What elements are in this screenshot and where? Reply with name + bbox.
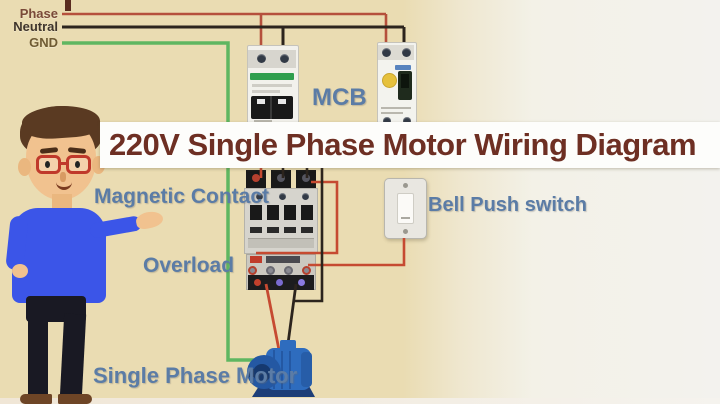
rccb-toggle-slot bbox=[401, 74, 409, 88]
rccb-label-line bbox=[381, 107, 411, 109]
rccb-test-button bbox=[382, 73, 397, 88]
rccb-terminal-screw bbox=[402, 48, 411, 57]
contactor-label-strip bbox=[248, 238, 314, 248]
presenter-eye bbox=[75, 161, 80, 168]
coil-loop-wire bbox=[256, 180, 339, 255]
rccb-bottom-screw bbox=[383, 117, 391, 125]
mcb-label-line bbox=[252, 84, 292, 87]
magnetic-contact-label: Magnetic Contact bbox=[94, 185, 270, 208]
mcb-terminal-screw bbox=[280, 54, 289, 63]
contactor-contact-window bbox=[267, 205, 279, 220]
contactor-tab bbox=[284, 227, 296, 233]
rccb-bottom-screw bbox=[403, 117, 411, 125]
overload-terminal bbox=[284, 266, 293, 275]
overload-bottom-screw bbox=[254, 279, 261, 286]
mcb-toggle-slot bbox=[257, 99, 265, 104]
switch-rocker bbox=[397, 193, 414, 224]
presenter-leg bbox=[28, 314, 48, 398]
contactor-terminal-screw bbox=[277, 174, 285, 182]
mcb-footer-line bbox=[254, 120, 272, 122]
bell-push-switch-label: Bell Push switch bbox=[428, 194, 587, 216]
motor-shaft-hub bbox=[253, 364, 271, 382]
mcb-toggle-slot bbox=[278, 99, 286, 104]
rccb-brand-logo bbox=[395, 65, 411, 70]
overload-terminal bbox=[302, 266, 311, 275]
presenter-mouth bbox=[56, 181, 72, 190]
presenter-side-hand bbox=[12, 264, 28, 278]
mcb-label: MCB bbox=[312, 84, 367, 111]
presenter-shoe bbox=[58, 394, 92, 404]
switch-rocker-mark bbox=[401, 217, 410, 219]
contactor-contact-window bbox=[250, 205, 262, 220]
presenter-ear bbox=[18, 158, 31, 176]
mcb-toggle-divider bbox=[270, 96, 272, 119]
rccb-terminal-screw bbox=[382, 48, 391, 57]
rccb-breaker bbox=[377, 42, 417, 128]
contactor-terminal-screw bbox=[252, 174, 260, 182]
overload-terminal bbox=[248, 266, 257, 275]
motor-terminal-box bbox=[280, 340, 296, 351]
gnd-label: GND bbox=[29, 35, 58, 50]
motor-shaft bbox=[249, 369, 257, 377]
cartoon-presenter bbox=[0, 100, 180, 404]
switch-control-wire bbox=[308, 238, 406, 267]
overload-reset-button bbox=[250, 256, 262, 263]
neutral-label: Neutral bbox=[13, 19, 58, 34]
mcb-label-line bbox=[252, 90, 280, 93]
contactor-tab bbox=[250, 227, 262, 233]
contactor-contact-window bbox=[301, 205, 313, 220]
title-banner: 220V Single Phase Motor Wiring Diagram bbox=[100, 122, 720, 168]
overload-terminal bbox=[266, 266, 275, 275]
neutral-return-wire bbox=[293, 162, 324, 303]
contactor-screw bbox=[302, 193, 309, 200]
presenter-shoe bbox=[20, 394, 52, 404]
overload-dial bbox=[266, 256, 300, 263]
rccb-label-line bbox=[381, 112, 403, 114]
contactor-tab bbox=[267, 227, 279, 233]
overload-bottom-screw bbox=[276, 279, 283, 286]
switch-plate-screw bbox=[403, 183, 408, 188]
mcb-breaker bbox=[247, 45, 299, 125]
bottom-edge-strip bbox=[0, 398, 720, 404]
presenter-eye bbox=[45, 161, 50, 168]
motor-rear-cap bbox=[301, 352, 312, 387]
overload-bottom-screw bbox=[298, 279, 305, 286]
mcb-terminal-screw bbox=[257, 54, 266, 63]
motor-phase-lead bbox=[264, 283, 281, 351]
overload-label: Overload bbox=[143, 254, 235, 277]
page-title: 220V Single Phase Motor Wiring Diagram bbox=[109, 127, 697, 162]
single-phase-motor-graphic bbox=[247, 340, 315, 397]
ground-wire bbox=[62, 41, 258, 362]
switch-plate-screw bbox=[403, 229, 408, 234]
presenter-glasses-bridge bbox=[59, 162, 68, 165]
supply-source-mark bbox=[65, 0, 71, 11]
motor-neutral-lead bbox=[285, 283, 298, 352]
presenter-nose bbox=[60, 172, 66, 182]
contactor-screw bbox=[279, 193, 286, 200]
contactor-contact-window bbox=[284, 205, 296, 220]
bell-push-switch bbox=[384, 178, 427, 239]
single-phase-motor-label: Single Phase Motor bbox=[93, 363, 298, 388]
contactor-screw bbox=[256, 193, 263, 200]
mcb-brand-stripe bbox=[250, 73, 294, 80]
contactor-tab bbox=[301, 227, 313, 233]
phase-label: Phase bbox=[19, 6, 58, 21]
